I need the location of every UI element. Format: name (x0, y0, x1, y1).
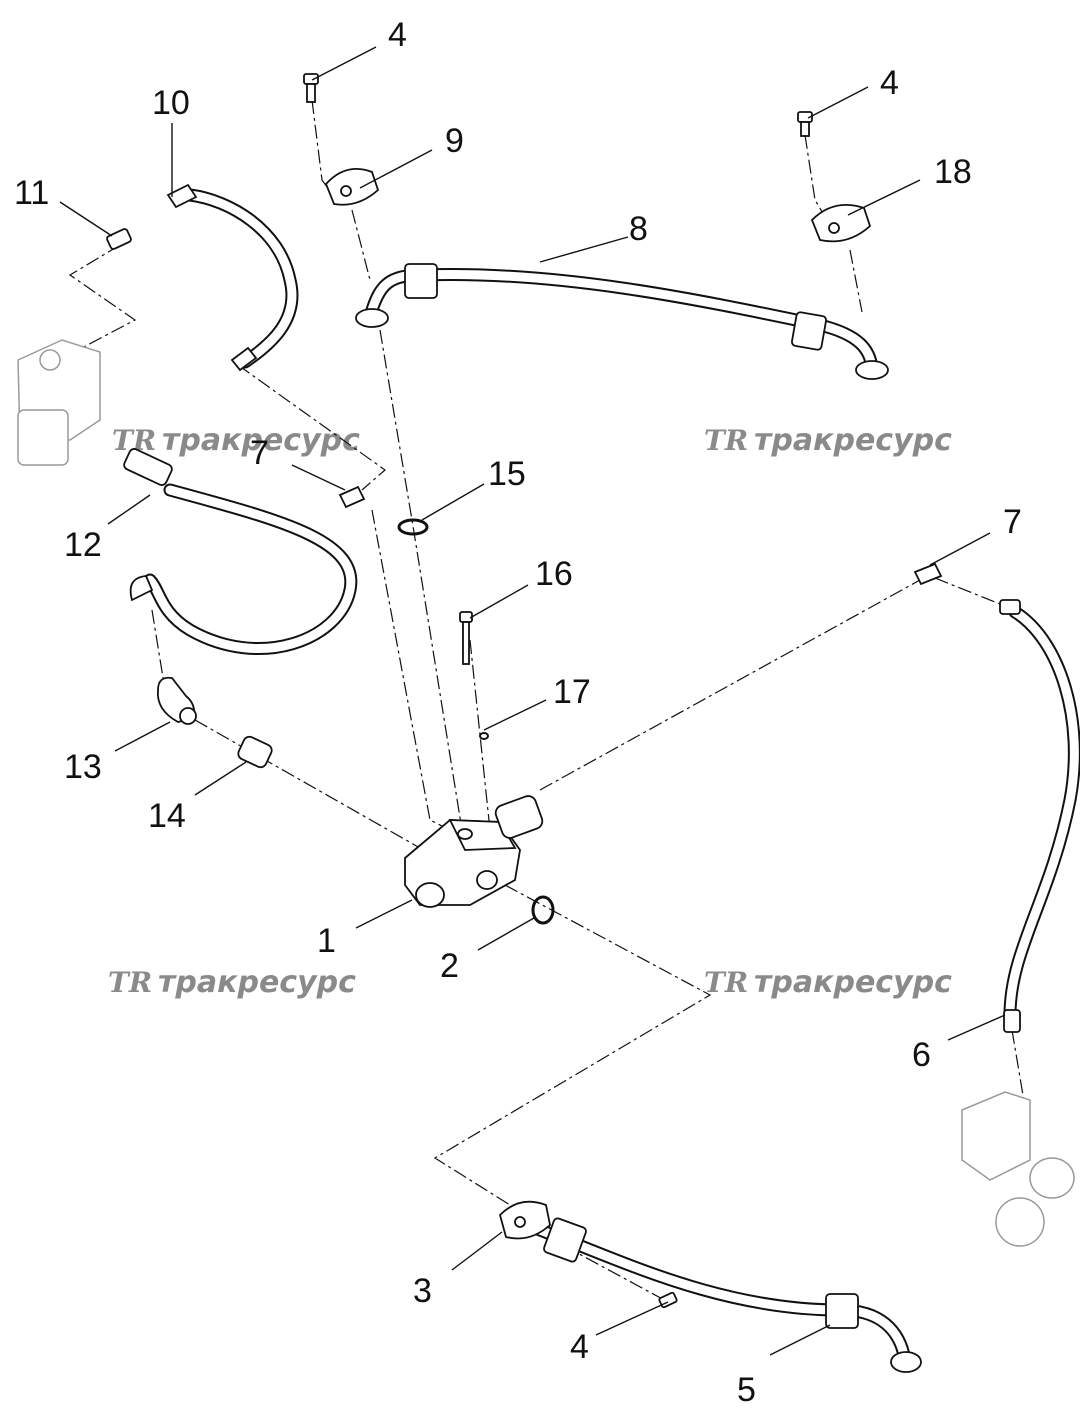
callout-4-top: 4 (388, 16, 407, 54)
callout-18: 18 (934, 153, 972, 191)
bolt-16 (459, 611, 473, 665)
adapter-11 (106, 228, 132, 250)
callout-4-bottom: 4 (570, 1328, 589, 1366)
o-ring-15 (397, 518, 429, 536)
watermark-logo: TR (108, 966, 152, 999)
bolt-4-top (303, 73, 319, 103)
hose-8 (355, 263, 889, 380)
callout-16: 16 (535, 555, 573, 593)
callout-1: 1 (317, 922, 336, 960)
callout-8: 8 (629, 210, 648, 248)
watermark-brand: тракресурс (754, 965, 952, 1000)
callout-9: 9 (445, 122, 464, 160)
elbow-7-left (338, 485, 366, 509)
hose-6 (999, 599, 1080, 1033)
callout-5: 5 (737, 1371, 756, 1409)
watermark-top-right: TR тракресурс (704, 423, 952, 458)
watermark-brand: тракресурс (158, 965, 356, 1000)
callout-10: 10 (152, 84, 190, 122)
leader-lines (59, 46, 1006, 1356)
callout-7-right: 7 (1003, 503, 1022, 541)
watermark-logo: TR (704, 966, 748, 999)
flange-clamp-18 (810, 204, 872, 243)
hose-10 (166, 183, 299, 372)
watermark-top-left: TR тракресурс (112, 423, 360, 458)
flange-clamp-9 (324, 168, 380, 206)
hose-12 (123, 448, 358, 656)
valve-body-1 (404, 795, 544, 908)
callout-11: 11 (14, 174, 49, 212)
callout-4-right: 4 (880, 64, 899, 102)
o-ring-2 (531, 895, 555, 925)
callout-3: 3 (413, 1272, 432, 1310)
callout-15: 15 (488, 455, 526, 493)
adapter-14 (237, 735, 273, 769)
watermark-logo: TR (704, 424, 748, 457)
steering-unit-ghost (17, 339, 101, 466)
watermark-bottom-left: TR тракресурс (108, 965, 356, 1000)
callout-14: 14 (148, 797, 186, 835)
callout-12: 12 (64, 526, 102, 564)
callout-13: 13 (64, 748, 102, 786)
washer-17 (479, 732, 489, 740)
elbow-13 (156, 676, 197, 725)
bolt-4-right (797, 111, 813, 137)
callout-labels: 4 4 4 9 18 10 11 8 7 7 15 12 16 17 13 14… (14, 16, 1022, 1409)
flange-clamp-3 (498, 1200, 551, 1240)
hose-5 (533, 1217, 922, 1373)
watermark-brand: тракресурс (754, 423, 952, 458)
callout-7-left: 7 (250, 434, 269, 472)
watermark-bottom-right: TR тракресурс (704, 965, 952, 1000)
callout-6: 6 (912, 1036, 931, 1074)
elbow-7-right (913, 562, 943, 586)
callout-2: 2 (440, 947, 459, 985)
callout-17: 17 (553, 673, 591, 711)
valve-block-ghost (961, 1091, 1075, 1247)
